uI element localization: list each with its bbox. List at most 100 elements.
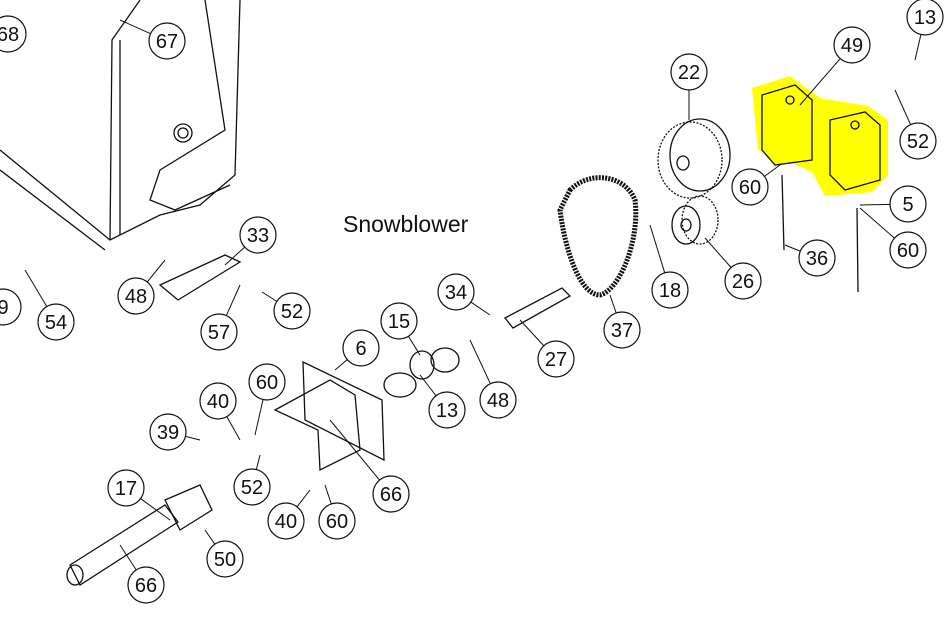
callout-washer-lower: 60 xyxy=(318,484,356,540)
callout-circle xyxy=(248,363,286,401)
callout-pin: 39 xyxy=(149,413,201,451)
leader-line xyxy=(469,339,491,384)
leader-line xyxy=(224,246,246,266)
callout-label: 27 xyxy=(545,349,567,371)
callout-circle xyxy=(428,391,466,429)
callout-washer-bracket-right: 60 xyxy=(859,207,927,269)
callout-bearing-bracket: 5 xyxy=(859,185,927,223)
callout-circle xyxy=(380,302,418,340)
callout-circle xyxy=(724,262,762,300)
callout-circle xyxy=(200,313,238,351)
callout-circle xyxy=(0,288,22,326)
leader-line xyxy=(649,224,666,273)
bearing-bracket xyxy=(761,84,881,191)
callout-partial-left: 9 xyxy=(0,288,22,326)
leader-line xyxy=(119,19,151,35)
callout-long-bolt: 36 xyxy=(784,239,836,277)
leader-line xyxy=(255,454,261,470)
callout-circle xyxy=(833,26,871,64)
callout-circle xyxy=(149,413,187,451)
callout-circle xyxy=(437,273,475,311)
callout-circle xyxy=(148,22,186,60)
callout-circle xyxy=(267,502,305,540)
callout-label: 5 xyxy=(902,194,913,216)
timing-belt xyxy=(557,175,639,298)
leader-line xyxy=(914,34,922,61)
callout-key: 18 xyxy=(649,224,689,309)
callout-circle xyxy=(206,540,244,578)
callout-label: 52 xyxy=(281,301,303,323)
callout-label: 67 xyxy=(156,31,178,53)
callout-housing: 67 xyxy=(119,19,186,60)
callout-label: 52 xyxy=(907,131,929,153)
callout-label: 60 xyxy=(739,177,761,199)
leader-line xyxy=(119,544,137,571)
callout-shaft: 27 xyxy=(519,319,575,378)
leader-line xyxy=(470,301,491,316)
leader-line xyxy=(334,359,348,371)
callout-label: 50 xyxy=(214,549,236,571)
callout-label: 39 xyxy=(157,422,179,444)
callout-circle xyxy=(889,231,927,269)
leader-line xyxy=(704,237,732,268)
callout-circle xyxy=(798,239,836,277)
callout-housing-side: 68 xyxy=(0,15,27,53)
callout-circle xyxy=(899,122,937,160)
leader-line xyxy=(261,291,278,302)
callout-label: 54 xyxy=(45,312,67,334)
callout-circle xyxy=(906,0,944,36)
leader-line xyxy=(894,89,912,125)
callout-circle xyxy=(372,475,410,513)
callout-large-pulley: 22 xyxy=(670,53,708,120)
callout-bearing-flange: 13 xyxy=(419,374,466,429)
leader-line xyxy=(226,416,241,441)
callout-circle xyxy=(342,329,380,367)
callout-timing-belt: 37 xyxy=(603,294,641,349)
callout-label: 48 xyxy=(487,390,509,412)
callout-small-pulley: 26 xyxy=(704,237,762,300)
callout-label: 66 xyxy=(380,484,402,506)
callout-circle xyxy=(273,292,311,330)
leader-line xyxy=(764,164,781,177)
callout-label: 40 xyxy=(275,511,297,533)
callout-nut-left: 54 xyxy=(24,269,75,341)
housing xyxy=(0,0,241,251)
callout-circle xyxy=(537,340,575,378)
callout-label: 26 xyxy=(732,271,754,293)
callout-label: 34 xyxy=(445,282,467,304)
leader-line xyxy=(185,435,201,441)
callout-bolt-flange: 48 xyxy=(469,339,517,419)
callout-circle xyxy=(670,53,708,91)
callout-circle xyxy=(107,469,145,507)
large-pulley xyxy=(657,118,731,199)
callout-label: 22 xyxy=(678,62,700,84)
callout-label: 48 xyxy=(125,286,147,308)
mount-plate xyxy=(158,254,242,301)
callout-nut-top-right: 52 xyxy=(894,89,937,160)
callout-label: 40 xyxy=(207,391,229,413)
leader-line xyxy=(140,498,171,521)
callout-label: 52 xyxy=(241,477,263,499)
callout-label: 60 xyxy=(897,240,919,262)
callout-circle xyxy=(318,502,356,540)
callout-set-screw: 50 xyxy=(204,529,244,578)
leader-line xyxy=(225,284,241,316)
leader-line xyxy=(254,399,264,436)
callout-circle xyxy=(37,303,75,341)
pto-shaft xyxy=(66,484,213,586)
leader-line xyxy=(296,489,311,508)
small-pulley xyxy=(671,195,719,245)
callout-bolt-mount: 48 xyxy=(117,259,166,315)
leader-line xyxy=(799,58,841,106)
callout-circle xyxy=(239,216,277,254)
callout-circle xyxy=(889,185,927,223)
leader-line xyxy=(24,269,48,307)
callout-label: 33 xyxy=(247,225,269,247)
callout-circle xyxy=(199,382,237,420)
leader-line xyxy=(519,319,545,347)
callout-u-joint: 17 xyxy=(107,469,171,521)
callout-bolt-lower: 40 xyxy=(267,489,311,540)
callout-label: 60 xyxy=(326,511,348,533)
leader-line xyxy=(329,419,380,481)
